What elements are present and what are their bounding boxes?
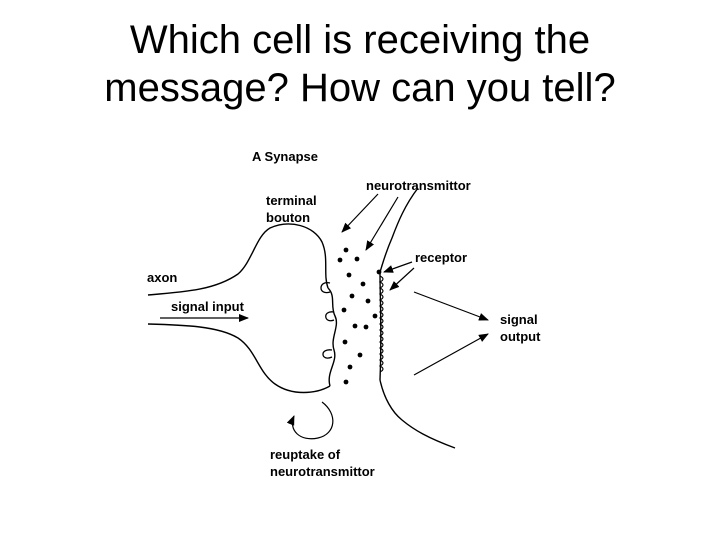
signal-output-arrow-2 <box>413 333 489 376</box>
reuptake-label-line-2: neurotransmittor <box>270 464 375 479</box>
vesicle-fusion-bottom <box>322 349 333 359</box>
title-line-1: Which cell is receiving the <box>129 18 591 62</box>
neurotransmitter-arrow-1 <box>341 193 379 233</box>
reuptake-arrow <box>286 401 334 440</box>
neurotransmitter-molecules <box>337 247 382 385</box>
reuptake-label-line-1: reuptake of <box>270 447 341 462</box>
slide-title: Which cell is receiving the message? How… <box>0 16 720 112</box>
receptor-arrow-1 <box>383 261 413 273</box>
signal-output-label-line-2: output <box>500 329 541 344</box>
receptor-arrow-2 <box>389 267 415 291</box>
postsynaptic-outline-bottom <box>379 379 456 449</box>
vesicle-fusion-top <box>320 282 331 294</box>
presynaptic-outline-top <box>147 223 329 296</box>
receptor-sites <box>378 275 384 373</box>
postsynaptic-outline-top <box>379 187 419 273</box>
signal-output-arrow-1 <box>413 291 489 321</box>
terminal-bouton-label-line-2: bouton <box>266 210 310 225</box>
presynaptic-membrane-edge <box>327 287 338 387</box>
axon-label: axon <box>147 270 177 285</box>
neurotransmitter-arrow-2 <box>365 196 399 251</box>
signal-output-label-line-1: signal <box>500 312 538 327</box>
vesicle-fusion-middle <box>325 311 335 322</box>
diagram-heading: A Synapse <box>252 149 318 164</box>
receptor-label: receptor <box>415 250 467 265</box>
signal-input-label: signal input <box>171 299 245 314</box>
terminal-bouton-label-line-1: terminal <box>266 193 317 208</box>
presynaptic-outline-bottom <box>147 323 331 394</box>
title-line-2: message? How can you tell? <box>104 66 616 110</box>
neurotransmitter-label: neurotransmittor <box>366 178 471 193</box>
